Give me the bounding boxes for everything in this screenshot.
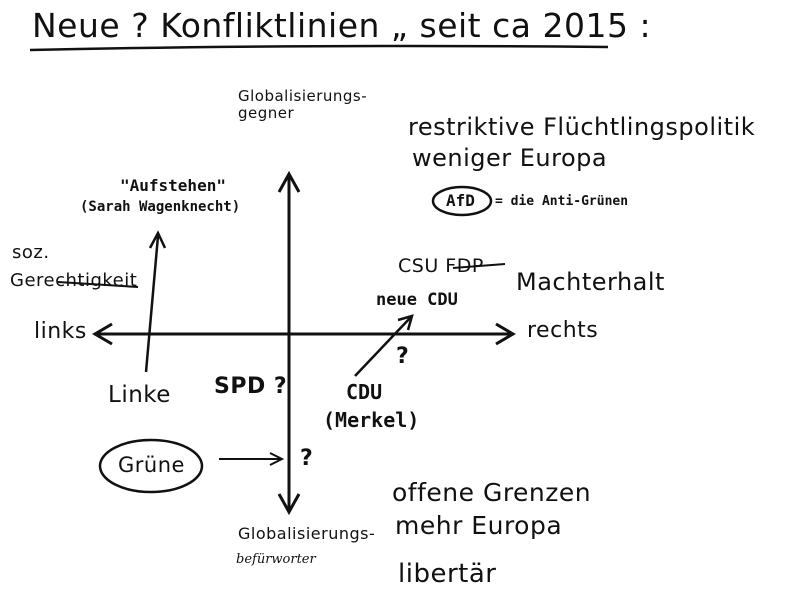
- right-upper-line1: restriktive Flüchtlingspolitik: [408, 113, 756, 141]
- afd-label: AfD: [446, 191, 475, 210]
- right-lower-line3: libertär: [398, 559, 497, 589]
- arrow-linke-to-aufstehen-head: [148, 230, 167, 249]
- label-spd: SPD ?: [214, 374, 288, 399]
- label-merkel: (Merkel): [323, 408, 420, 432]
- right-lower-line1: offene Grenzen: [392, 478, 592, 507]
- gerechtigkeit-strike: [57, 281, 139, 288]
- title-underline: [29, 44, 609, 52]
- left-note-line1: soz.: [12, 242, 50, 263]
- gruene-circle: [98, 438, 204, 494]
- arrow-gruene-to-axis-head: [269, 452, 285, 466]
- horizontal-axis-left-arrowhead: [92, 322, 113, 346]
- label-linke: Linke: [108, 382, 171, 408]
- axis-label-bottom-line1: Globalisierungs-: [238, 524, 376, 543]
- arrow-cdu-to-neue-cdu-head: [397, 314, 414, 331]
- label-machterhalt: Machterhalt: [516, 268, 665, 296]
- axis-label-right: rechts: [527, 318, 599, 343]
- right-lower-line2: mehr Europa: [395, 511, 563, 540]
- label-gruene: Grüne: [118, 453, 185, 477]
- arrow-cdu-to-neue-cdu: [354, 316, 412, 377]
- horizontal-axis-right-arrowhead: [495, 322, 516, 346]
- page-title: Neue ? Konfliktlinien „ seit ca 2015 :: [32, 6, 652, 45]
- arrow-linke-to-aufstehen: [144, 235, 160, 373]
- fdp-strike: [452, 263, 506, 269]
- vertical-axis-top-arrowhead: [277, 170, 301, 193]
- axis-label-top: Globalisierungs-gegner: [238, 87, 368, 122]
- left-note-line2: Gerechtigkeit: [10, 270, 138, 291]
- vertical-axis-bottom-arrowhead: [277, 493, 301, 516]
- label-cdu: CDU: [346, 380, 383, 404]
- question-mark-gruene: ?: [300, 446, 314, 471]
- afd-note: = die Anti-Grünen: [495, 194, 629, 209]
- afd-circle: [431, 185, 493, 217]
- label-neue-cdu: neue CDU: [376, 290, 458, 310]
- label-csu-fdp: CSU FDP: [398, 255, 484, 277]
- axis-label-bottom-line2: befürworter: [236, 552, 316, 567]
- question-mark-cdu: ?: [396, 344, 410, 369]
- right-upper-line2: weniger Europa: [412, 144, 608, 172]
- aufstehen-line1: "Aufstehen": [120, 176, 226, 195]
- aufstehen-line2: (Sarah Wagenknecht): [80, 199, 241, 215]
- axis-label-left: links: [34, 319, 87, 344]
